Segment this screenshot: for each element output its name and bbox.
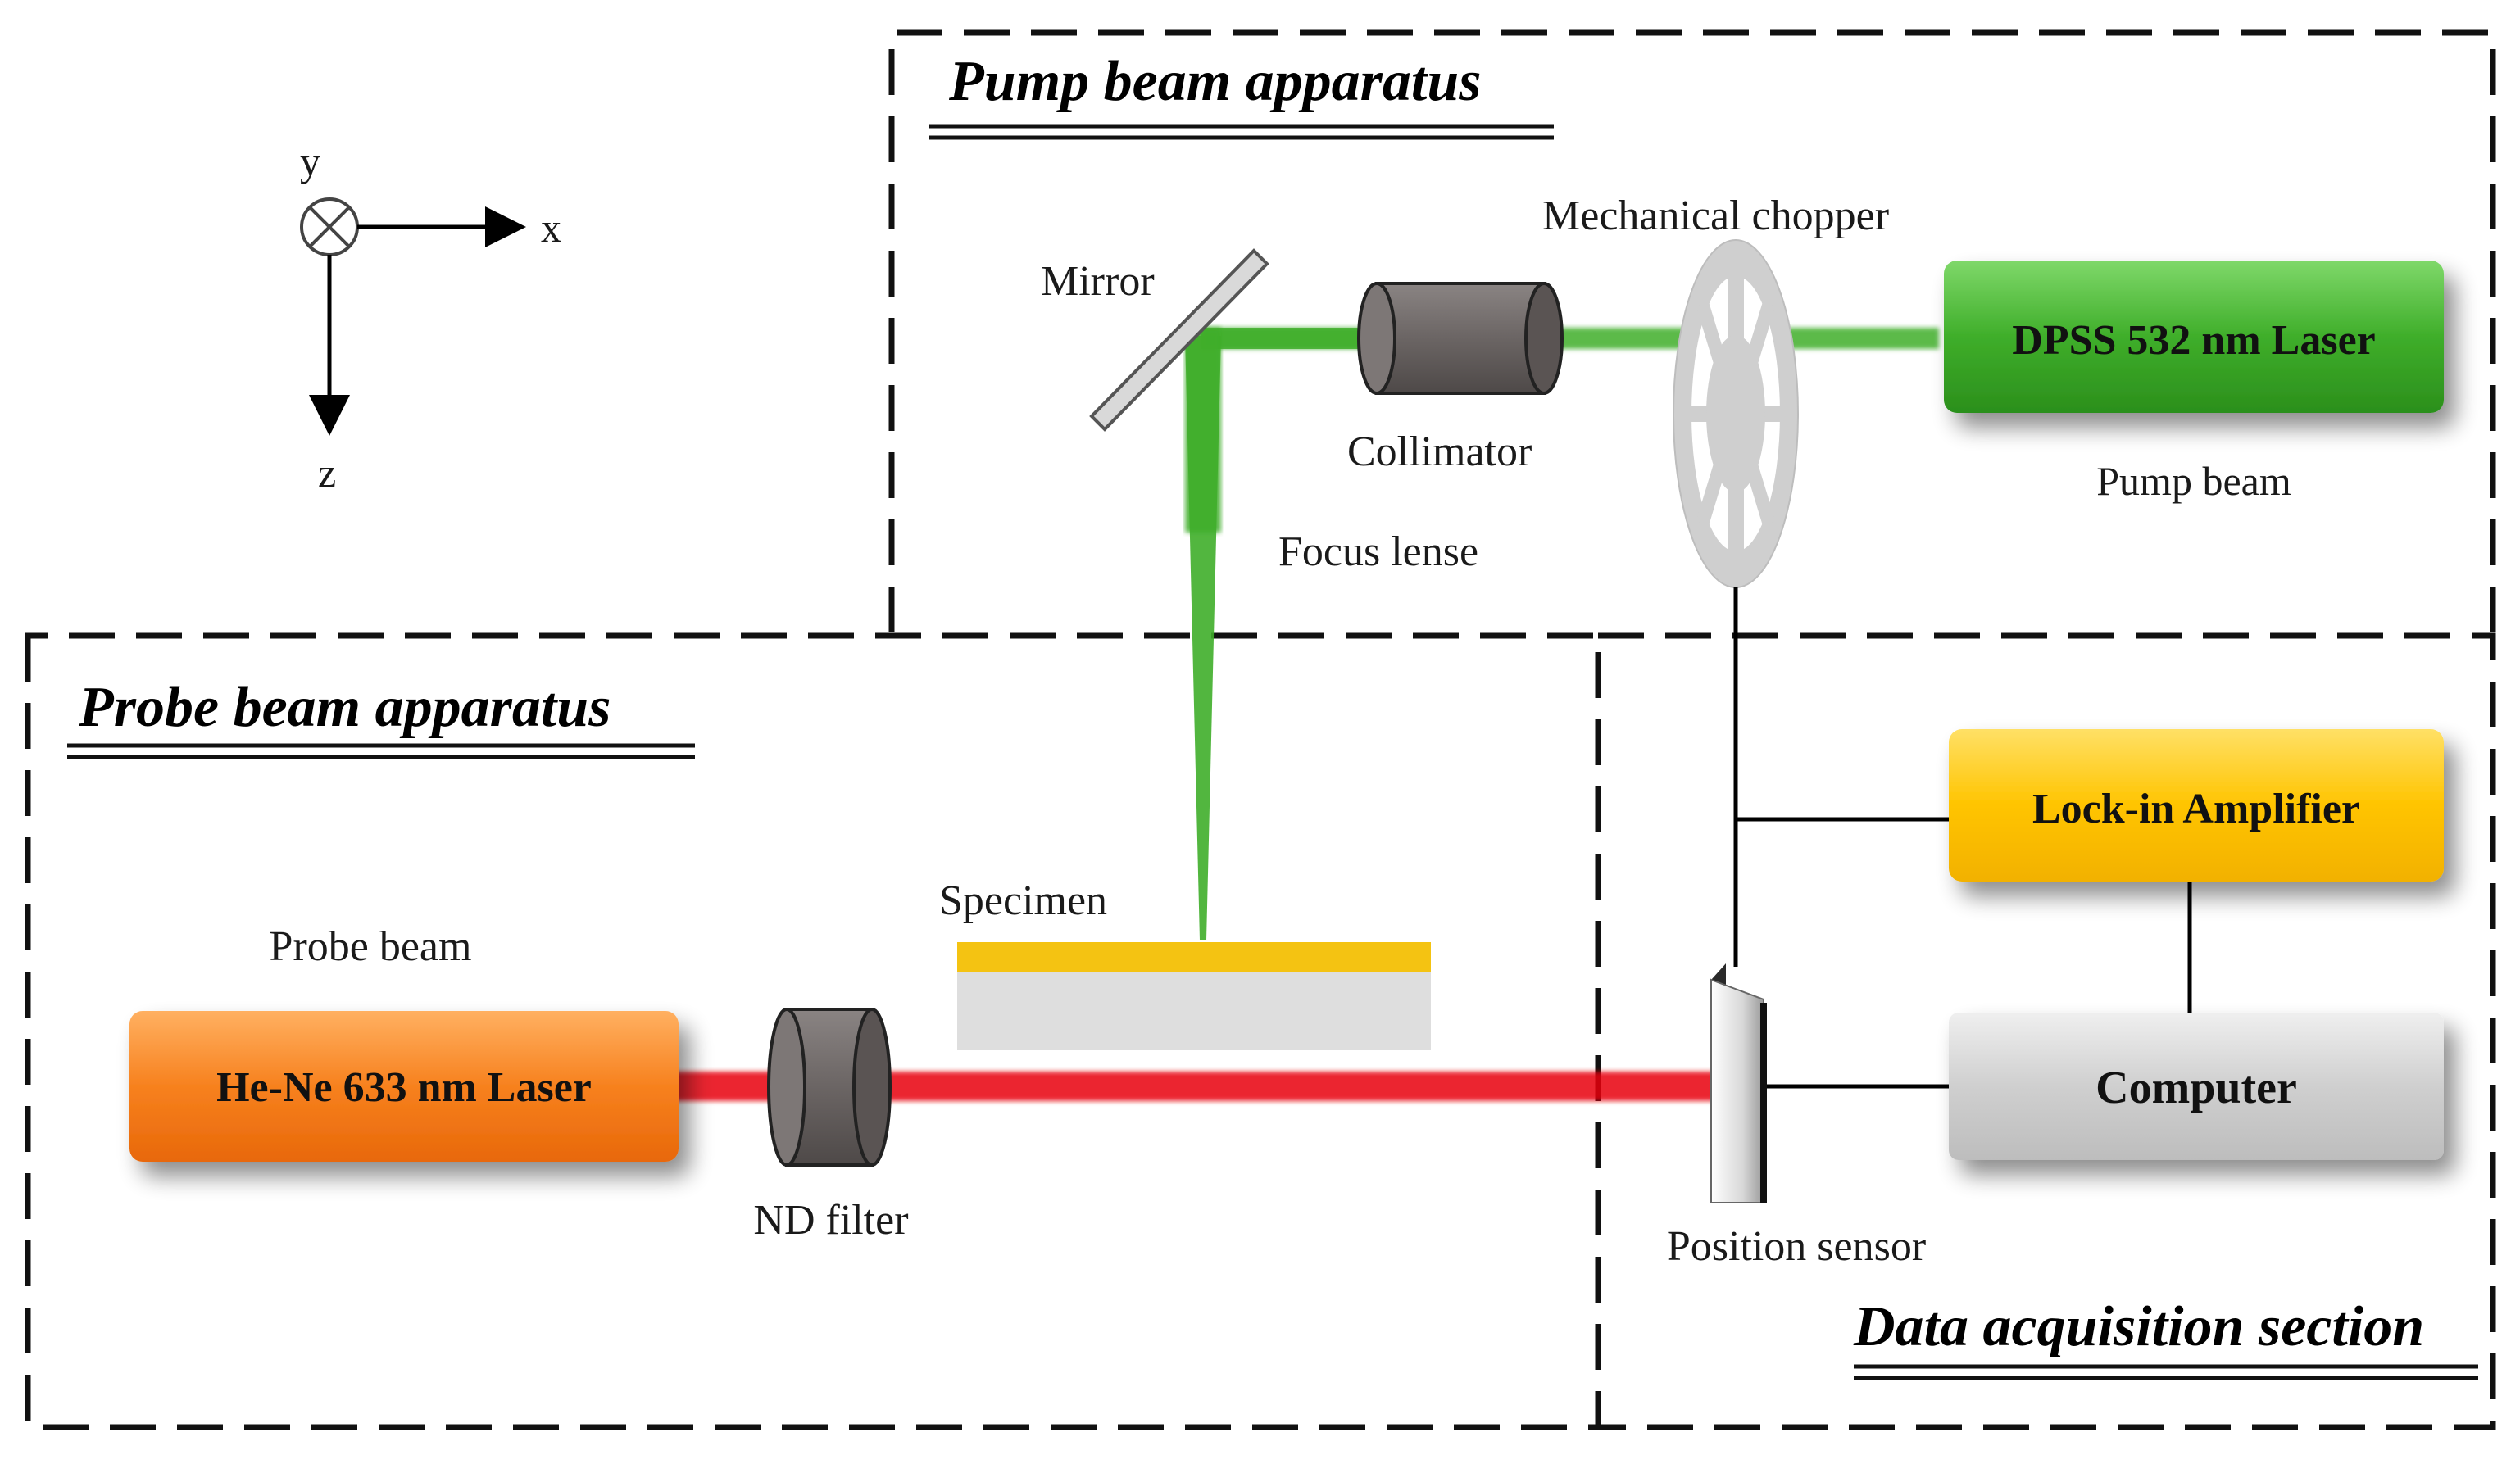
probe-laser-label: He-Ne 633 nm Laser [216,1064,592,1111]
pump-beam-to-mirror [1185,328,1221,533]
position-sensor-label: Position sensor [1667,1223,1926,1270]
pump-section-title: Pump beam apparatus [929,50,1554,140]
pump-beam-label: Pump beam [2096,458,2291,504]
pump-laser-label: DPSS 532 nm Laser [2012,317,2375,364]
mirror-label: Mirror [1041,258,1155,305]
pump-laser [1944,261,2444,413]
chopper-label: Mechanical chopper [1542,193,1889,239]
nd-filter-label: ND filter [753,1197,908,1244]
lockin-label: Lock-in Amplifier [2032,786,2360,832]
signal-wires [1733,587,2192,1089]
probe-beam-label: Probe beam [270,923,472,970]
probe-laser [129,1011,679,1162]
y-axis-label: y [300,138,320,184]
z-axis-label: z [318,450,336,496]
lockin-amplifier [1949,729,2444,882]
mechanical-chopper: Mechanical chopper [1542,193,1889,588]
nd-filter: ND filter [753,1008,909,1244]
pump-beam-to-collimator [1201,328,1382,349]
position-sensor [1710,963,1767,1203]
computer-label: Computer [2095,1063,2297,1113]
coordinate-axes: y x z [300,138,561,496]
daq-section-title: Data acquisition section [1853,1295,2478,1380]
specimen: Specimen [939,877,1431,1050]
collimator-label: Collimator [1347,428,1532,475]
x-axis-label: x [541,205,561,251]
collimator: Collimator [1347,282,1564,475]
section-borders [25,29,2496,1430]
specimen-label: Specimen [939,877,1107,924]
daq-title-text: Data acquisition section [1853,1295,2424,1358]
pump-title-text: Pump beam apparatus [948,50,1482,113]
mirror: Mirror [1041,248,1269,432]
focus-lens-label: Focus lense [1278,528,1478,575]
probe-section-title: Probe beam apparatus [67,676,695,759]
pump-beam-path [1185,328,1939,940]
pump-section-border [888,29,2496,634]
probe-title-text: Probe beam apparatus [78,676,611,739]
computer [1949,1013,2444,1160]
daq-section-border [1598,632,2496,1430]
